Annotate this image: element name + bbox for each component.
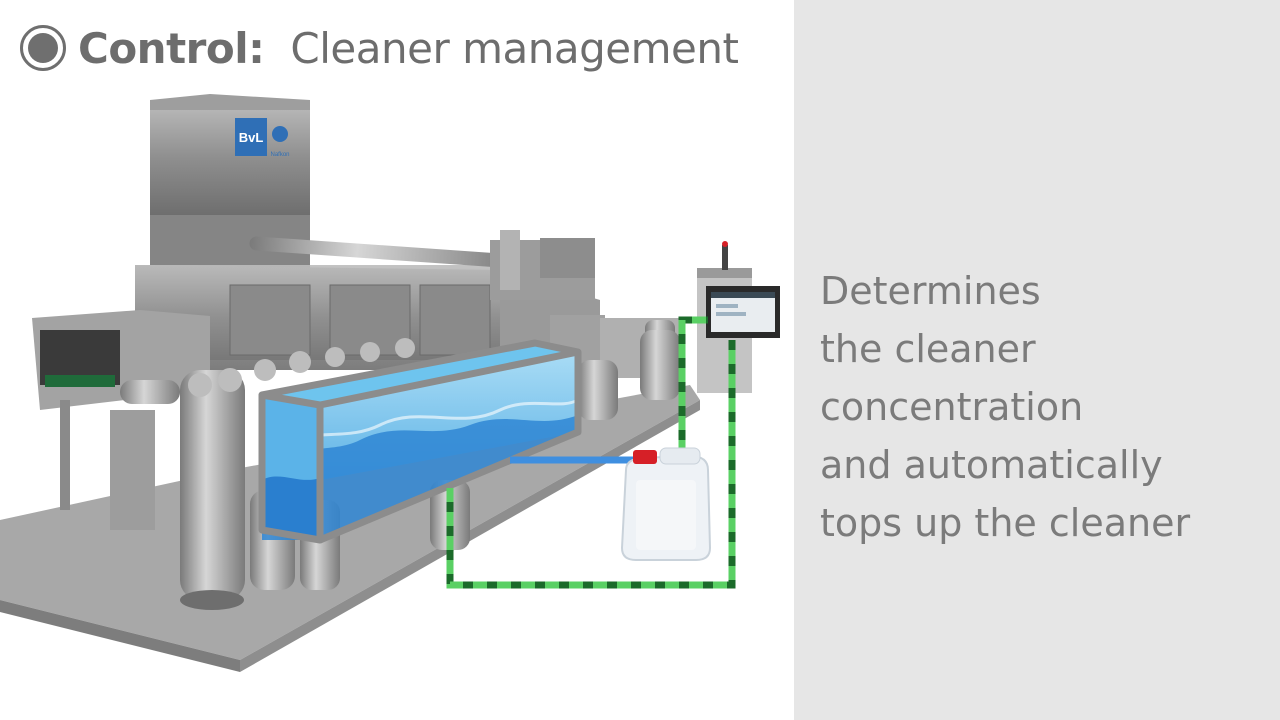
logo-badge	[235, 118, 267, 156]
title-label: Control:	[78, 23, 265, 73]
machine-illustration: BvL Nafkon	[0, 94, 780, 672]
touch-panel	[706, 286, 780, 338]
description-line: Determines	[820, 269, 1041, 313]
logo-icon	[272, 126, 288, 142]
conveyor-inlet	[32, 310, 210, 530]
logo-subtext: Nafkon	[270, 152, 289, 158]
description-text: Determines the cleaner concentration and…	[820, 262, 1190, 552]
signal-lines	[446, 316, 736, 589]
canister-cap	[633, 450, 657, 464]
description-panel: Determines the cleaner concentration and…	[794, 0, 1280, 720]
description-line: and automatically	[820, 443, 1163, 487]
washing-body	[135, 230, 680, 390]
title-text: Cleaner management	[290, 23, 739, 73]
cleaner-canister	[620, 447, 712, 561]
slide-header: Control: Cleaner management	[20, 18, 739, 78]
cleaning-tank	[258, 339, 582, 544]
logo-text: BvL	[239, 130, 264, 145]
description-line: tops up the cleaner	[820, 501, 1191, 545]
description-line: concentration	[820, 385, 1084, 429]
description-line: the cleaner	[820, 327, 1036, 371]
bullet-icon	[20, 25, 66, 71]
